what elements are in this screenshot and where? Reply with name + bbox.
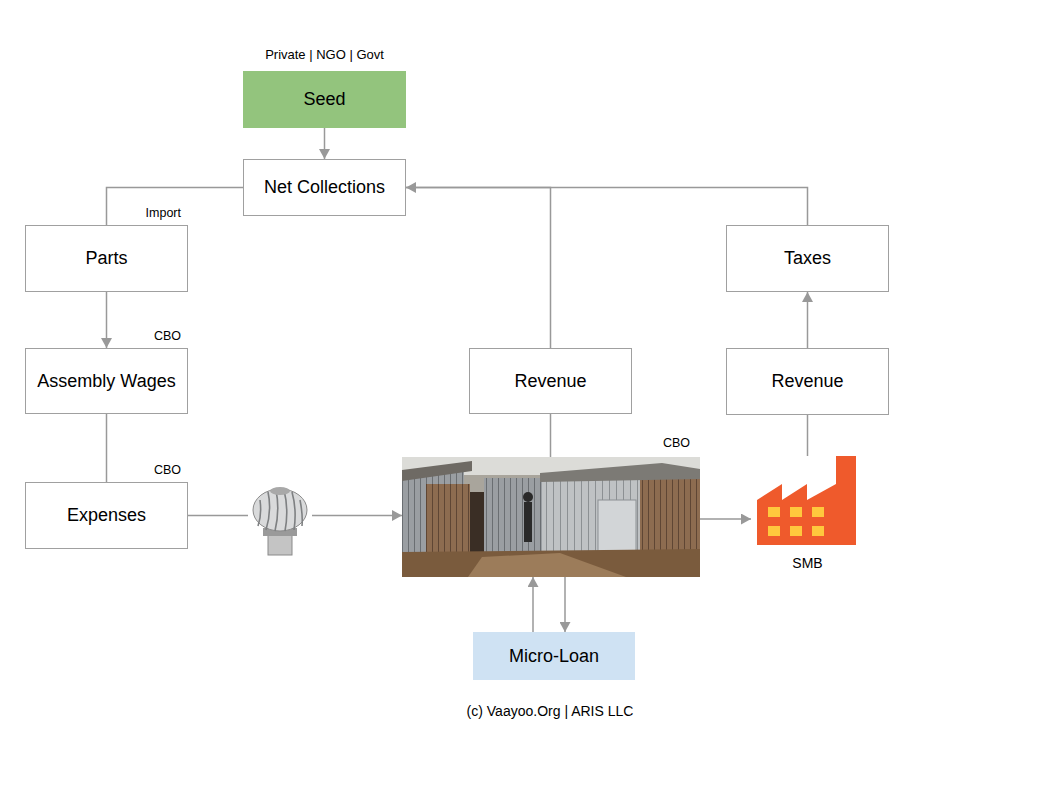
flow-connector — [807, 292, 809, 348]
tag-label: CBO — [154, 329, 181, 343]
copyright-note: (c) Vaayoo.Org | ARIS LLC — [350, 703, 750, 719]
flow-connector — [106, 414, 108, 482]
smb-node: SMB — [757, 456, 858, 545]
tag-label: SMB — [737, 555, 878, 571]
tag-label: Private | NGO | Govt — [243, 47, 406, 62]
box-label: Revenue — [771, 371, 843, 392]
flow-connector — [807, 415, 809, 456]
flow-connector — [406, 188, 808, 226]
flow-connector — [324, 128, 326, 159]
flow-connector — [406, 188, 551, 349]
process-box: CBOExpenses — [25, 482, 188, 549]
box-label: Revenue — [514, 371, 586, 392]
flow-connector — [106, 292, 108, 348]
loan-box: Micro-Loan — [473, 632, 635, 680]
process-box: Revenue — [726, 348, 889, 415]
tag-label: Import — [146, 206, 181, 220]
box-label: Taxes — [784, 248, 831, 269]
flow-connector — [700, 518, 751, 520]
flow-connector — [532, 577, 534, 632]
box-label: Assembly Wages — [37, 371, 175, 392]
community-node: CBO — [402, 457, 700, 577]
process-box: Revenue — [469, 348, 632, 414]
seed-box: Private | NGO | GovtSeed — [243, 71, 406, 128]
box-label: Parts — [85, 248, 127, 269]
slum-illustration — [402, 457, 700, 577]
flow-connector — [107, 188, 244, 226]
process-box: ImportParts — [25, 225, 188, 292]
roof-ventilator — [248, 484, 312, 560]
flow-connector — [550, 414, 552, 457]
process-box: Net Collections — [243, 159, 406, 216]
box-label: Micro-Loan — [509, 646, 599, 667]
flow-connector — [564, 577, 566, 632]
tag-label: CBO — [154, 463, 181, 477]
process-box: CBOAssembly Wages — [25, 348, 188, 414]
tag-label: CBO — [663, 436, 690, 450]
box-label: Expenses — [67, 505, 146, 526]
box-label: Net Collections — [264, 177, 385, 198]
process-box: Taxes — [726, 225, 889, 292]
box-label: Seed — [303, 89, 345, 110]
factory-icon — [757, 456, 856, 545]
